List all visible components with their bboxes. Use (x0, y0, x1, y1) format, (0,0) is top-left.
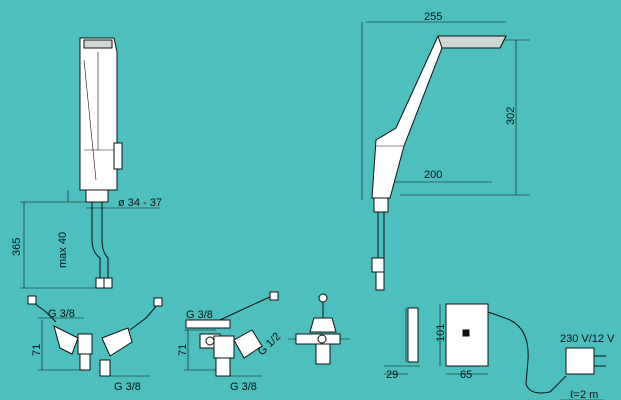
dim-width-top-label: 255 (424, 11, 442, 23)
box-depth-label: 29 (386, 369, 398, 381)
dim-max-tail-label: max 40 (57, 232, 69, 268)
valve-a-height-label: 71 (31, 344, 43, 356)
valve-assembly-c (288, 293, 350, 365)
dim-diameter-label: ø 34 - 37 (118, 197, 162, 209)
valve-assembly-b (184, 291, 279, 377)
thread-b-side-label: G 1/2 (256, 331, 284, 359)
box-height-label: 101 (435, 324, 447, 342)
dim-height-right-label: 302 (505, 107, 517, 125)
cable-length-label: ℓ=2 m (570, 389, 598, 400)
faucet-side-view (361, 21, 530, 291)
dim-spout-reach-label: 200 (424, 169, 442, 181)
box-width-label: 65 (460, 369, 472, 381)
thread-b-bottom-label: G 3/8 (230, 381, 257, 393)
valve-assembly-a (27, 295, 163, 377)
dim-height-left-label: 365 (11, 238, 23, 256)
thread-b-top-label: G 3/8 (186, 309, 213, 321)
thread-a-top-label: G 3/8 (48, 308, 75, 320)
valve-b-height-label: 71 (177, 344, 189, 356)
thread-a-bottom-label: G 3/8 (114, 381, 141, 393)
control-box (384, 303, 606, 400)
supply-label: 230 V/12 V (560, 333, 615, 345)
faucet-front-view (20, 37, 160, 289)
